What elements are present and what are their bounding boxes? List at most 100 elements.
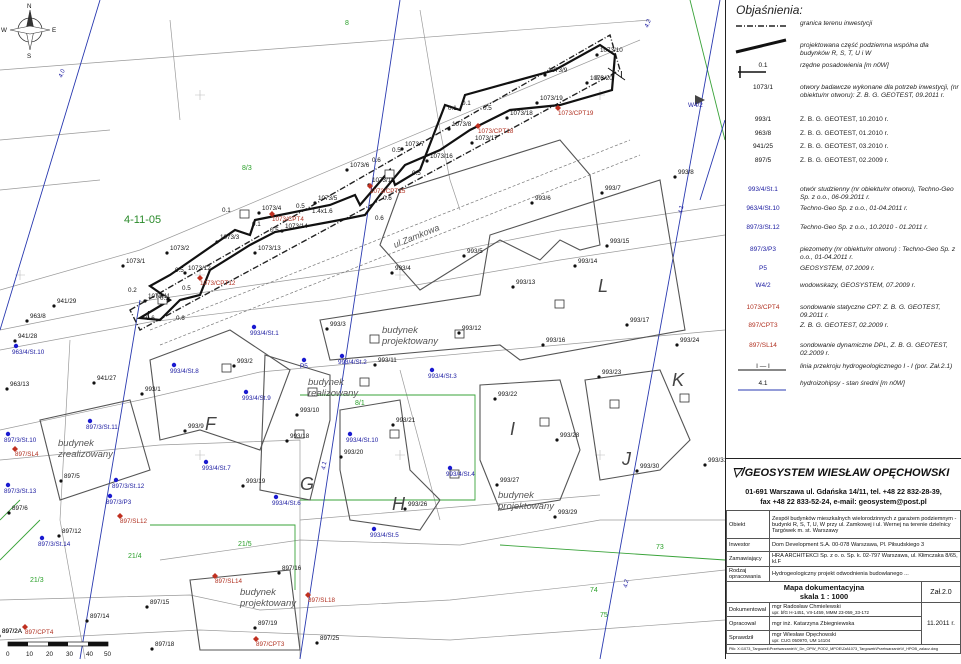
well-marker: [339, 353, 345, 359]
borehole-dot: [183, 271, 187, 275]
grid-crosses: [15, 90, 605, 460]
parcel-label: 993/10: [300, 407, 320, 414]
building-text: projektowany: [239, 598, 297, 609]
borehole-dot: [495, 483, 499, 487]
legend-text: Techno-Geo Sp. z o.o., 01-04.2011 r.: [800, 205, 908, 212]
parcel-label: 993/4: [395, 265, 411, 272]
borehole-dot: [403, 507, 407, 511]
borehole-dot: [57, 534, 61, 538]
depth-label: 0.1: [160, 295, 169, 302]
well-label: 993/4/St.1: [250, 330, 279, 337]
legend-symbol: W4/2: [755, 282, 771, 289]
parcel-label: 1073/12: [188, 265, 211, 272]
borehole-dot: [635, 469, 639, 473]
borehole-dot: [543, 73, 547, 77]
parcel-label: 21/5: [238, 541, 252, 548]
svg-text:W: W: [1, 27, 7, 34]
cpt-marker: [22, 624, 28, 630]
well-label: 993/4/St.2: [338, 359, 367, 366]
well-label: 897/3/P3: [106, 499, 132, 506]
parcel-label: 897/15: [150, 599, 170, 606]
parcel-label: 993/3: [330, 321, 346, 328]
opracowal-label: Opracował: [726, 616, 770, 631]
parcel-label: 993/13: [516, 279, 536, 286]
borehole-dot: [573, 264, 577, 268]
cpt-label: 1073/CPT19: [558, 110, 594, 117]
depth-label: 0.5: [392, 147, 401, 154]
parcel-label: 993/18: [290, 433, 310, 440]
depth-label: 1.4x1.6: [312, 208, 333, 215]
building-letter: K: [672, 370, 685, 390]
building-text: budynek: [58, 438, 95, 449]
well-label: 993/4/St.7: [202, 465, 231, 472]
well-label: 993/4/St.4: [446, 471, 475, 478]
cpt-marker: [253, 636, 259, 642]
map-drawing: 4.0 4.1 4.2 4.1 4.2 ul.Zamkowa: [0, 0, 728, 660]
borehole-dot: [597, 375, 601, 379]
isolines: [0, 0, 726, 660]
legend-symbol: 1073/CPT4: [746, 304, 780, 311]
borehole-dot: [241, 484, 245, 488]
legend-text: wodowskazy, GEOSYSTEM, 07.2009 r.: [800, 282, 916, 289]
borehole-dot: [0, 634, 1, 638]
legend-text: Z. B. G. GEOTEST, 03.2010 r.: [800, 143, 889, 150]
parcel-label: 993/5: [467, 248, 483, 255]
depth-label: 0.5: [182, 285, 191, 292]
parcel-label: 993/6: [535, 195, 551, 202]
map-area: 4.0 4.1 4.2 4.1 4.2 ul.Zamkowa: [0, 0, 728, 660]
legend-symbol: P5: [759, 265, 767, 272]
section-line: I I: [147, 67, 626, 321]
svg-text:20: 20: [46, 651, 54, 658]
scale-bar: 0 10 20 30 40 50: [6, 641, 112, 658]
building-letters: F G H I J K L: [205, 276, 685, 514]
parcel-label: 1073/8: [452, 121, 472, 128]
legend-symbol: 4.1: [758, 380, 768, 387]
depth-label: 0.5: [296, 203, 305, 210]
legend-row: projektowana część podziemna wspólna dla…: [726, 42, 961, 58]
parcel-label: 941/29: [57, 298, 77, 305]
parcel-label: 1073/7: [405, 141, 425, 148]
well-marker: [251, 324, 257, 330]
legend-title: Objaśnienia:: [736, 3, 803, 17]
well-marker: [203, 459, 209, 465]
company-address: 01-691 Warszawa ul. Gdańska 14/11, tel. …: [745, 487, 942, 496]
borehole-dot: [345, 168, 349, 172]
isoline-label: 4.1: [321, 461, 328, 470]
borehole-dot: [232, 364, 236, 368]
borehole-dot: [373, 363, 377, 367]
parcel-label: 75: [600, 612, 608, 619]
building-letter: J: [621, 449, 632, 469]
well-marker: [243, 389, 249, 395]
well-marker: [447, 465, 453, 471]
parcel-label: 993/22: [498, 391, 518, 398]
building-text: zrealizowany: [57, 449, 114, 460]
well-marker: [5, 431, 11, 437]
legend-text: Z. B. G. GEOTEST, 02.2009 r.: [800, 157, 889, 164]
well-label: 897/3/St.10: [4, 437, 37, 444]
map-title-cell: Mapa dokumentacyjna skala 1 : 1000: [726, 581, 922, 603]
cpt-label: 897/SL4: [15, 451, 39, 458]
parcel-label: 993/27: [500, 477, 520, 484]
date-cell: 11.2011 r.: [921, 602, 961, 645]
legend-symbol: 963/8: [754, 130, 772, 137]
borehole-dot: [295, 413, 299, 417]
parcel-label: 1073/16: [430, 153, 453, 160]
legend-text: projektowana część podziemna wspólna dla…: [800, 42, 929, 58]
parcel-label: 1073/18: [510, 110, 533, 117]
depth-label: 0.1: [252, 221, 261, 228]
parcel-label: 897/2A: [2, 628, 23, 635]
building-text: budynek: [308, 377, 345, 388]
parcel-label: 993/30: [640, 463, 660, 470]
parcel-label: 1073/9: [548, 67, 568, 74]
legend-text: sondowanie dynamiczne DPL, Z. B. G. GEOT…: [800, 342, 948, 358]
well-marker: [273, 494, 279, 500]
depth-label: 0.6: [375, 215, 384, 222]
borehole-dot: [13, 339, 17, 343]
borehole-dot: [313, 201, 317, 205]
well-label: 993/4/St.3: [428, 373, 457, 380]
